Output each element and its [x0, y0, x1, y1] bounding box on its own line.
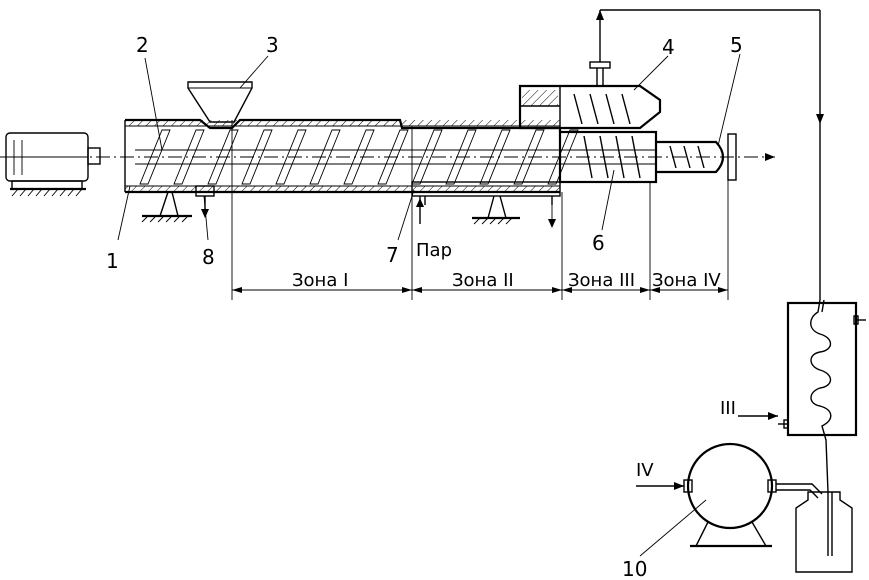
zone-dimensions — [231, 180, 729, 300]
screw-flight — [377, 129, 409, 185]
output-arrow — [765, 153, 775, 161]
hopper — [187, 81, 253, 123]
label-steam: Пар — [416, 240, 452, 261]
screw-flight — [445, 129, 477, 185]
screw-flight — [275, 129, 307, 185]
screw-flight — [547, 129, 579, 185]
screw-flight — [479, 129, 511, 185]
supports — [141, 191, 520, 225]
screw-flight — [411, 129, 443, 185]
zone-4-label: Зона IV — [652, 270, 721, 291]
zone-1-label: Зона I — [292, 270, 348, 291]
condenser — [738, 299, 866, 573]
motor — [5, 132, 101, 197]
label-iv: IV — [636, 460, 654, 481]
label-6: 6 — [592, 231, 605, 255]
screw-flight — [173, 129, 205, 185]
label-1: 1 — [106, 249, 119, 273]
label-2: 2 — [136, 33, 149, 57]
label-3: 3 — [266, 33, 279, 57]
steam-inlet — [416, 196, 424, 224]
screw-flight — [343, 129, 375, 185]
extruder-head — [518, 9, 824, 300]
label-iii: III — [720, 398, 736, 419]
label-5: 5 — [730, 33, 743, 57]
vacuum-pump — [636, 442, 823, 548]
label-7: 7 — [386, 243, 399, 267]
label-8: 8 — [202, 245, 215, 269]
barrel — [124, 118, 579, 228]
zone-2-label: Зона II — [452, 270, 514, 291]
label-4: 4 — [662, 35, 675, 59]
screw-flight — [139, 129, 171, 185]
screw-flight — [513, 129, 545, 185]
screw-flight — [207, 129, 239, 185]
screw-flight — [241, 129, 273, 185]
zone-3-label: Зона III — [568, 270, 635, 291]
label-10: 10 — [622, 557, 647, 580]
screw-flight — [309, 129, 341, 185]
leader-lines — [117, 53, 741, 557]
